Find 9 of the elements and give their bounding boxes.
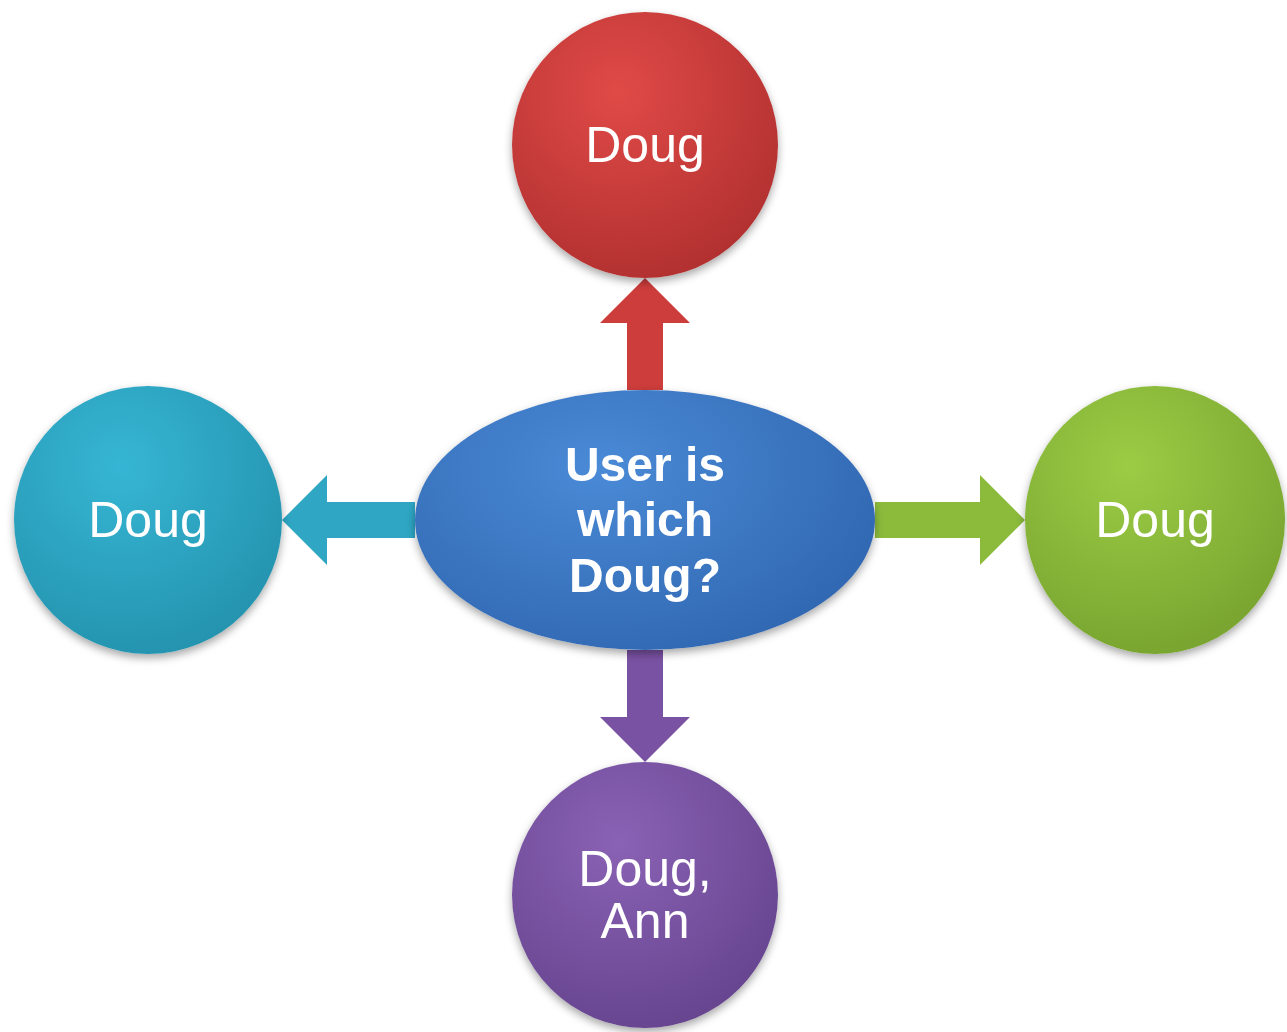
node-label: User is which Doug? — [563, 437, 727, 603]
node-label: Doug — [1095, 490, 1215, 550]
node-label: Doug — [88, 490, 208, 550]
node-label: Doug — [585, 115, 705, 175]
block-arrow — [600, 278, 690, 390]
block-arrow — [600, 650, 690, 762]
block-arrow — [875, 475, 1025, 565]
block-arrow — [282, 475, 415, 565]
node-label: Doug, Ann — [577, 842, 713, 948]
